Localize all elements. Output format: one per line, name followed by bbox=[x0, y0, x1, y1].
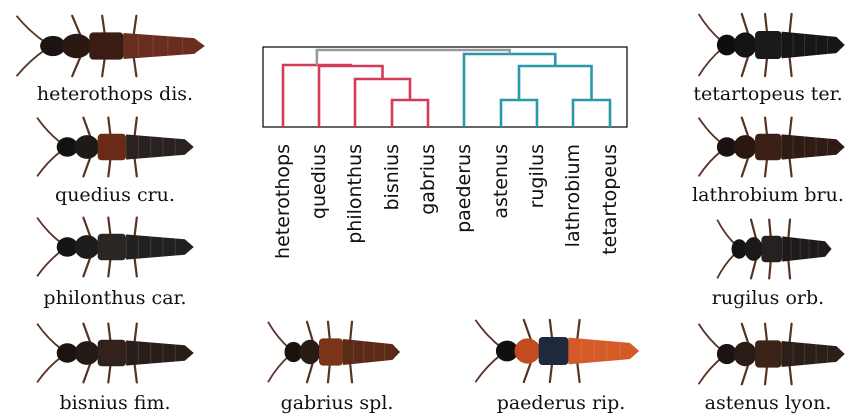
beetle-photo bbox=[30, 212, 208, 282]
specimen-caption: gabrius spl. bbox=[237, 392, 437, 414]
specimen-caption: quedius cru. bbox=[12, 184, 218, 206]
beetle-photo bbox=[712, 214, 842, 284]
leaf-label: astenus bbox=[490, 144, 512, 219]
beetle-photo bbox=[30, 112, 208, 182]
dendrogram: heterothops quedius philonthus bisnius gabri… bbox=[262, 46, 632, 316]
leaf-label: quedius bbox=[308, 144, 330, 219]
dendrogram-link bbox=[519, 66, 592, 100]
dendrogram-link bbox=[283, 65, 351, 127]
beetle-photo bbox=[692, 318, 858, 390]
specimen-caption: bisnius fim. bbox=[12, 392, 218, 414]
leaf-label: heterothops bbox=[272, 144, 294, 259]
beetle-photo bbox=[692, 8, 858, 82]
beetle-photo bbox=[262, 316, 412, 388]
dendrogram-link bbox=[573, 100, 610, 127]
specimen-caption: tetartopeus ter. bbox=[672, 83, 864, 105]
leaf-label: tetartopeus bbox=[599, 144, 621, 255]
dendrogram-link bbox=[317, 50, 510, 65]
leaf-label: lathrobium bbox=[562, 144, 584, 247]
leaf-label: rugilus bbox=[526, 144, 548, 208]
leaf-label: philonthus bbox=[344, 144, 366, 244]
leaf-labels: heterothops quedius philonthus bisnius gabri… bbox=[272, 144, 621, 259]
dendrogram-link bbox=[392, 100, 428, 127]
leaf-label: paederus bbox=[453, 144, 475, 233]
beetle-photo bbox=[468, 314, 654, 388]
specimen-caption: philonthus car. bbox=[12, 287, 218, 309]
specimen-caption: lathrobium bru. bbox=[672, 184, 864, 206]
beetle-photo bbox=[8, 10, 222, 82]
beetle-photo bbox=[692, 112, 858, 182]
leaf-label: bisnius bbox=[381, 144, 403, 211]
dendrogram-links bbox=[283, 50, 610, 127]
specimen-caption: astenus lyon. bbox=[672, 392, 864, 414]
specimen-caption: heterothops dis. bbox=[12, 83, 218, 105]
specimen-caption: rugilus orb. bbox=[672, 287, 864, 309]
leaf-label: gabrius bbox=[417, 144, 439, 215]
dendrogram-link bbox=[355, 79, 410, 127]
dendrogram-link bbox=[319, 66, 383, 127]
dendrogram-link bbox=[501, 100, 537, 127]
specimen-caption: paederus rip. bbox=[461, 392, 661, 414]
beetle-photo bbox=[30, 318, 208, 388]
